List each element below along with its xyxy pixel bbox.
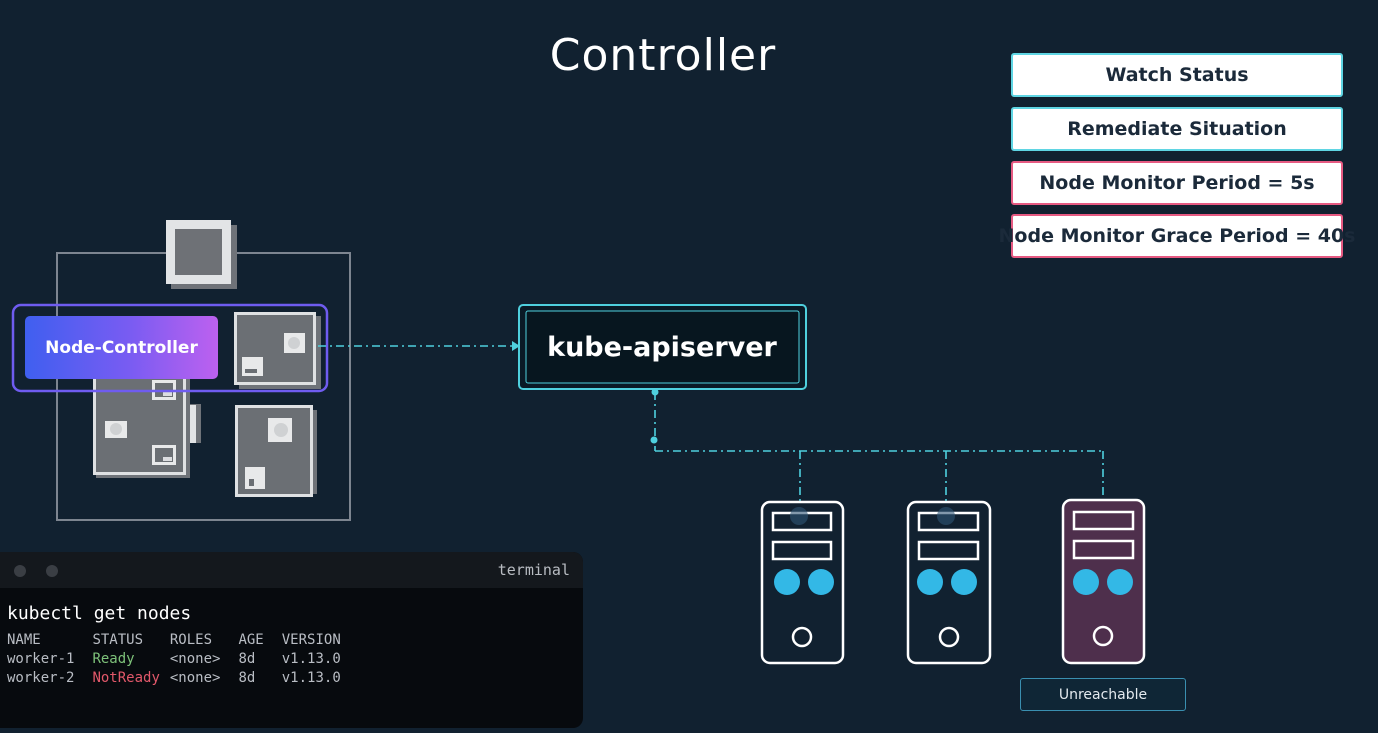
node-monitor-grace-period-box: Node Monitor Grace Period = 40s (999, 214, 1356, 258)
controller-component-icon (234, 312, 321, 389)
terminal-window: terminal kubectl get nodes NAME STATUS R… (0, 552, 583, 728)
node-version: v1.13.0 (281, 651, 341, 667)
top-component-icon (166, 220, 237, 289)
node-age: 8d (238, 670, 256, 686)
node-status: NotReady (92, 670, 160, 686)
watch-status-box: Watch Status (1011, 53, 1343, 97)
node-controller-label: Node-Controller (25, 316, 218, 379)
col-status-header: STATUS (92, 632, 144, 648)
arrowhead-icon (512, 341, 520, 351)
col-age-header: AGE (238, 632, 264, 648)
node-status: Ready (92, 651, 135, 667)
node-controller-selection (11, 303, 329, 393)
worker-server-2-icon (906, 500, 992, 665)
right-component-icon (235, 405, 317, 497)
node-roles: <none> (169, 670, 221, 686)
node-monitor-period-box: Node Monitor Period = 5s (1011, 161, 1343, 205)
worker-server-3-unreachable-icon (1061, 498, 1146, 665)
terminal-command: kubectl get nodes (7, 603, 192, 624)
remediate-situation-box: Remediate Situation (1011, 107, 1343, 151)
node-roles: <none> (169, 651, 221, 667)
apiserver-label: kube-apiserver (547, 331, 777, 363)
node-age: 8d (238, 651, 256, 667)
table-row: worker-2 NotReady <none> 8d v1.13.0 (7, 670, 359, 689)
node-version: v1.13.0 (281, 670, 341, 686)
worker-server-1-icon (760, 500, 845, 665)
table-header-row: NAME STATUS ROLES AGE VERSION (7, 632, 359, 651)
table-row: worker-1 Ready <none> 8d v1.13.0 (7, 651, 359, 670)
node-name: worker-1 (7, 651, 75, 667)
terminal-title-bar: terminal (0, 552, 583, 588)
terminal-minimize-dot-icon[interactable] (46, 565, 58, 577)
col-version-header: VERSION (281, 632, 341, 648)
unreachable-badge: Unreachable (1020, 678, 1186, 711)
terminal-title: terminal (497, 561, 570, 579)
nodes-table: NAME STATUS ROLES AGE VERSION worker-1 R… (7, 632, 359, 689)
apiserver-to-servers-lines (654, 392, 1104, 515)
large-component-icon (93, 374, 201, 478)
apiserver-box (518, 304, 807, 390)
col-name-header: NAME (7, 632, 41, 648)
col-roles-header: ROLES (169, 632, 213, 648)
slide-title: Controller (549, 30, 777, 81)
terminal-close-dot-icon[interactable] (14, 565, 26, 577)
node-name: worker-2 (7, 670, 75, 686)
